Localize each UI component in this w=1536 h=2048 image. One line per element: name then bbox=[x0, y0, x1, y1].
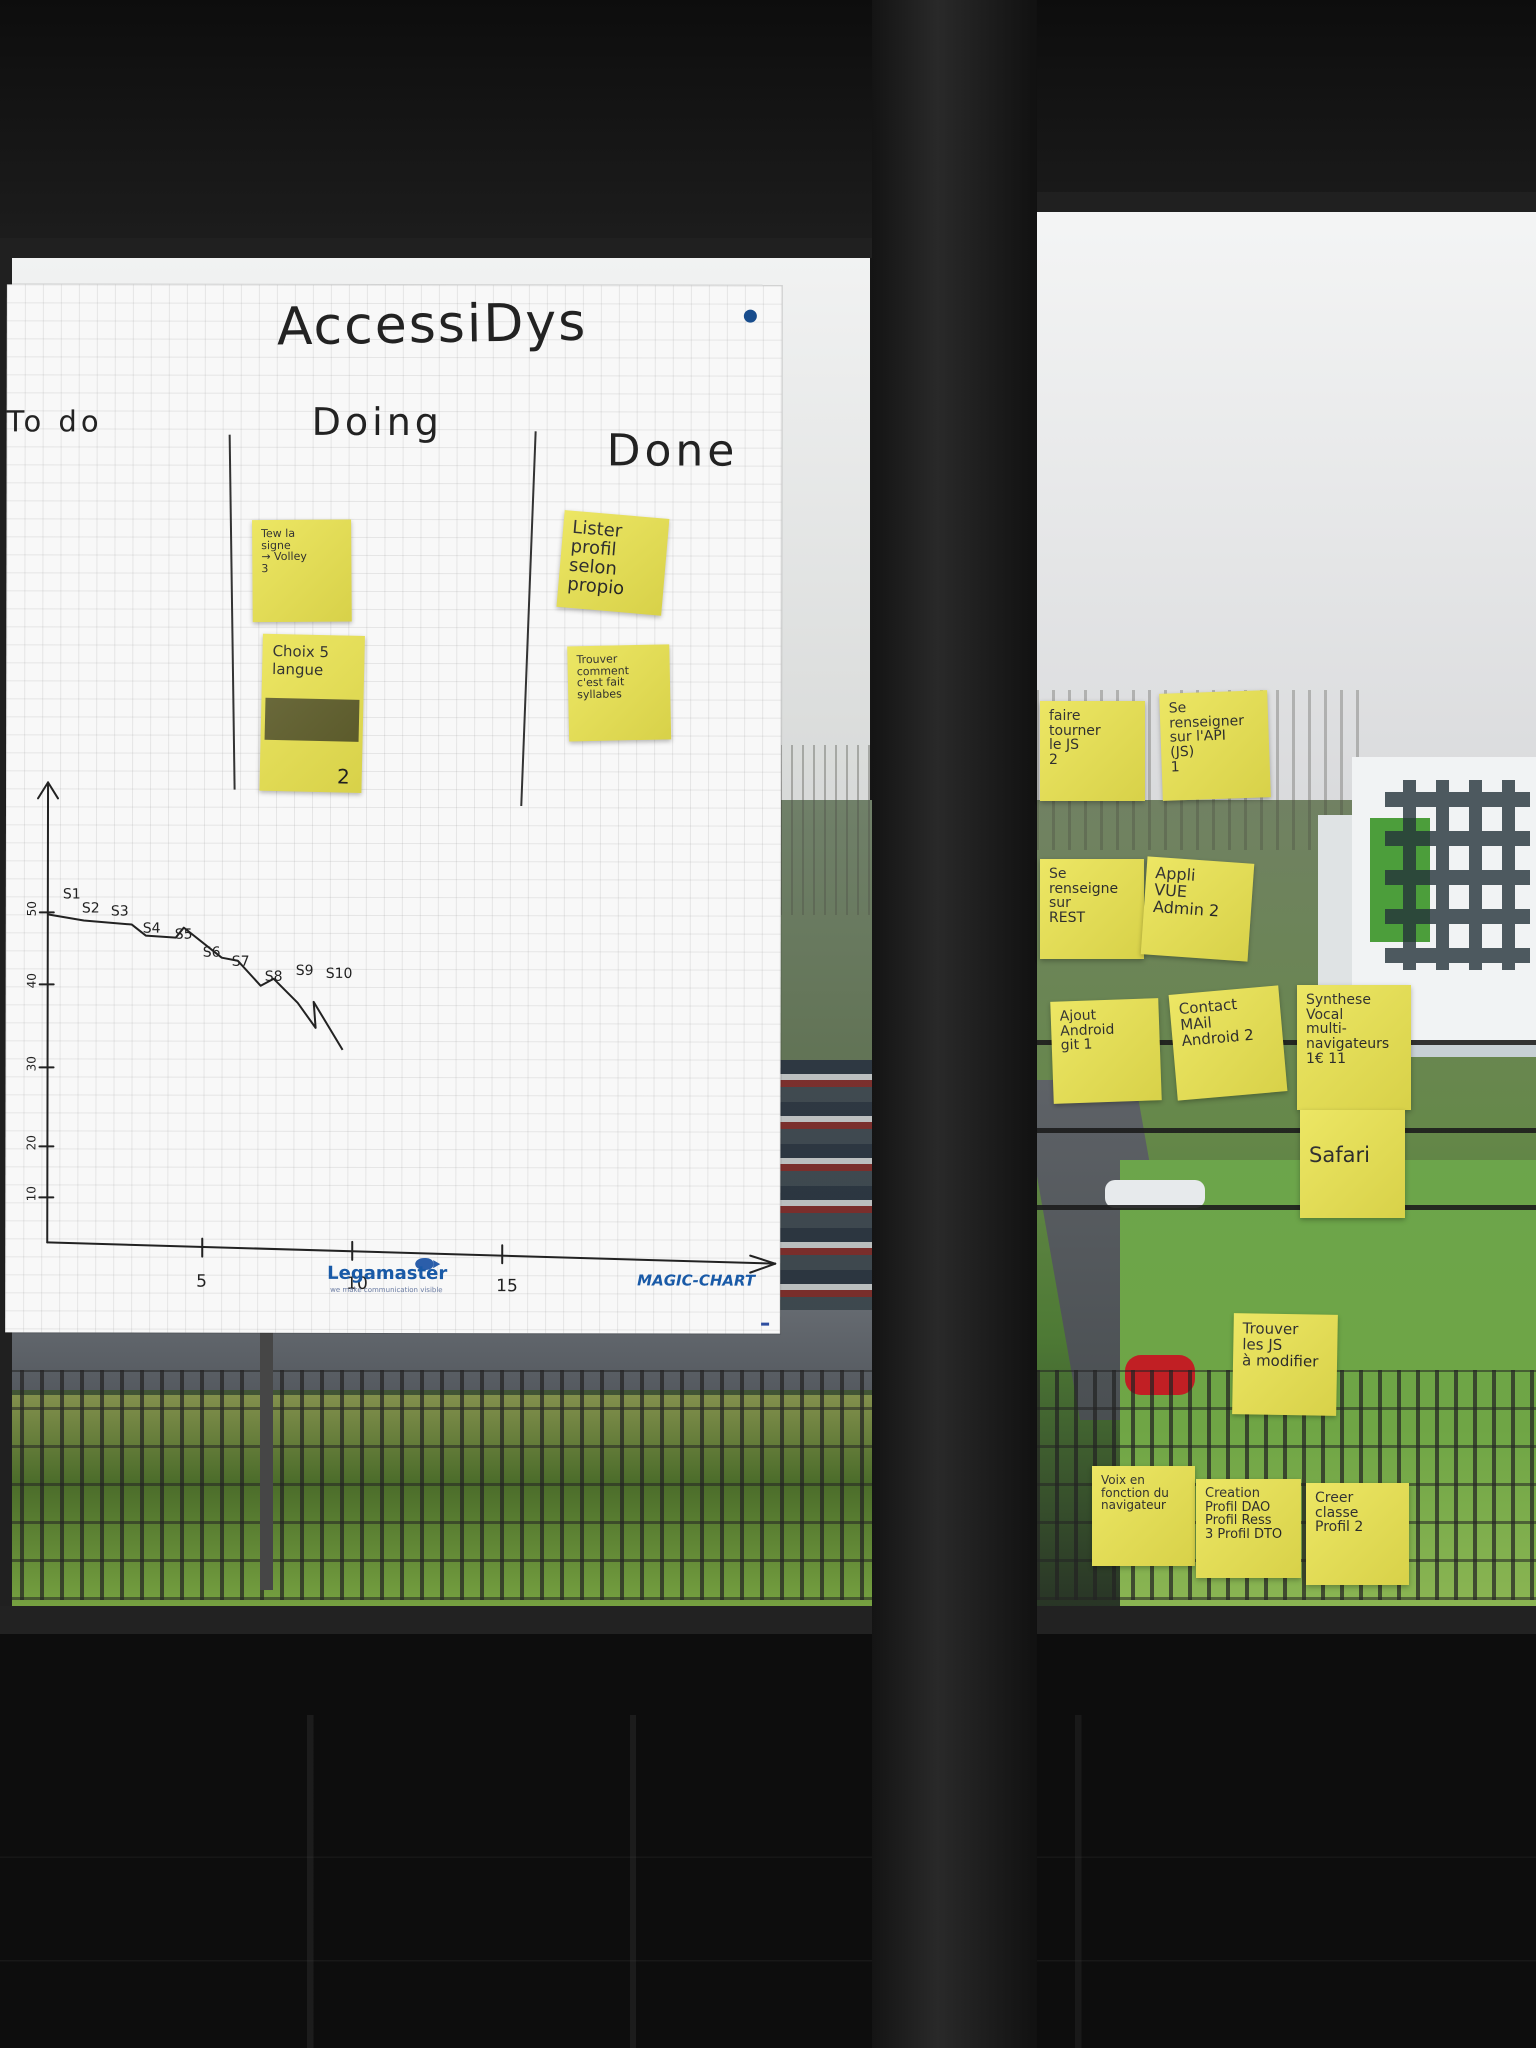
burndown-point-label: S3 bbox=[111, 904, 129, 920]
left-balcony-railing bbox=[0, 1370, 880, 1600]
right-sticky-note-8[interactable]: Safari bbox=[1300, 1110, 1405, 1218]
y-tick-label: 30 bbox=[25, 1056, 39, 1071]
railing-post bbox=[260, 1330, 273, 1590]
right-sticky-note-11[interactable]: Creation Profil DAO Profil Ress 3 Profil… bbox=[1196, 1479, 1301, 1578]
center-window-pillar bbox=[872, 0, 1037, 2048]
floor-tiles bbox=[0, 1715, 1536, 2048]
right-sticky-note-1[interactable]: faire tourner le JS 2 bbox=[1040, 701, 1145, 801]
dark-floor bbox=[0, 1615, 1536, 2048]
right-sticky-note-2[interactable]: Se renseigner sur l'API (JS) 1 bbox=[1159, 690, 1271, 801]
parked-cars bbox=[780, 1060, 880, 1330]
right-sticky-note-7[interactable]: Synthese Vocal multi-navigateurs 1€ 11 bbox=[1297, 985, 1411, 1110]
flipchart-board: AccessiDys To do Doing Done Tew la signe… bbox=[5, 284, 782, 1334]
burndown-point-label: S5 bbox=[175, 927, 193, 943]
burndown-point-label: S6 bbox=[203, 945, 221, 961]
right-sticky-note-3[interactable]: Se renseigne sur REST bbox=[1040, 859, 1144, 959]
right-sticky-note-12[interactable]: Creer classe Profil 2 bbox=[1306, 1483, 1409, 1585]
y-tick-label: 10 bbox=[24, 1186, 38, 1201]
burndown-point-label: S4 bbox=[143, 921, 161, 937]
legamaster-tagline: we make communication visible bbox=[330, 1285, 443, 1295]
x-axis-arrow-bottom bbox=[749, 1262, 777, 1274]
y-axis-arrow-right bbox=[47, 781, 60, 800]
left-tree-line bbox=[780, 745, 885, 915]
burndown-point-label: S8 bbox=[265, 969, 283, 985]
y-tick-label: 40 bbox=[25, 973, 39, 988]
right-sticky-note-10[interactable]: Voix en fonction du navigateur bbox=[1092, 1466, 1195, 1566]
magic-chart-logo: MAGIC-CHART bbox=[637, 1271, 756, 1290]
right-sticky-note-6[interactable]: Contact MAil Android 2 bbox=[1168, 985, 1288, 1101]
y-tick-label: 50 bbox=[25, 901, 39, 916]
building-windows bbox=[1385, 780, 1530, 970]
right-sticky-note-5[interactable]: Ajout Android git 1 bbox=[1050, 998, 1162, 1104]
x-axis-line bbox=[46, 1241, 777, 1265]
building-side bbox=[1318, 815, 1358, 995]
right-window-top-frame bbox=[1037, 192, 1536, 212]
x-axis-arrow-top bbox=[749, 1254, 777, 1265]
burndown-point-label: S2 bbox=[82, 900, 100, 916]
x-tick-label: 15 bbox=[496, 1276, 518, 1296]
board-corner-mark bbox=[761, 1322, 770, 1326]
right-sticky-note-9[interactable]: Trouver les JS à modifier bbox=[1232, 1313, 1338, 1416]
burndown-point-label: S10 bbox=[326, 966, 353, 982]
burndown-point-label: S7 bbox=[232, 954, 250, 970]
left-window-top-frame bbox=[0, 238, 872, 258]
y-axis-line bbox=[46, 781, 50, 1244]
y-axis-arrow-left bbox=[37, 781, 50, 800]
x-tick-label: 5 bbox=[196, 1272, 207, 1292]
right-sticky-note-4[interactable]: Appli VUE Admin 2 bbox=[1140, 856, 1255, 962]
legamaster-logo: Legamaster bbox=[327, 1262, 448, 1285]
burndown-line bbox=[47, 913, 344, 1051]
window-bottom-frame bbox=[0, 1606, 1536, 1634]
burndown-point-label: S1 bbox=[63, 886, 81, 902]
y-tick-label: 20 bbox=[24, 1135, 38, 1150]
burndown-point-label: S9 bbox=[296, 963, 314, 979]
x-tick-label: 10 bbox=[346, 1274, 368, 1294]
